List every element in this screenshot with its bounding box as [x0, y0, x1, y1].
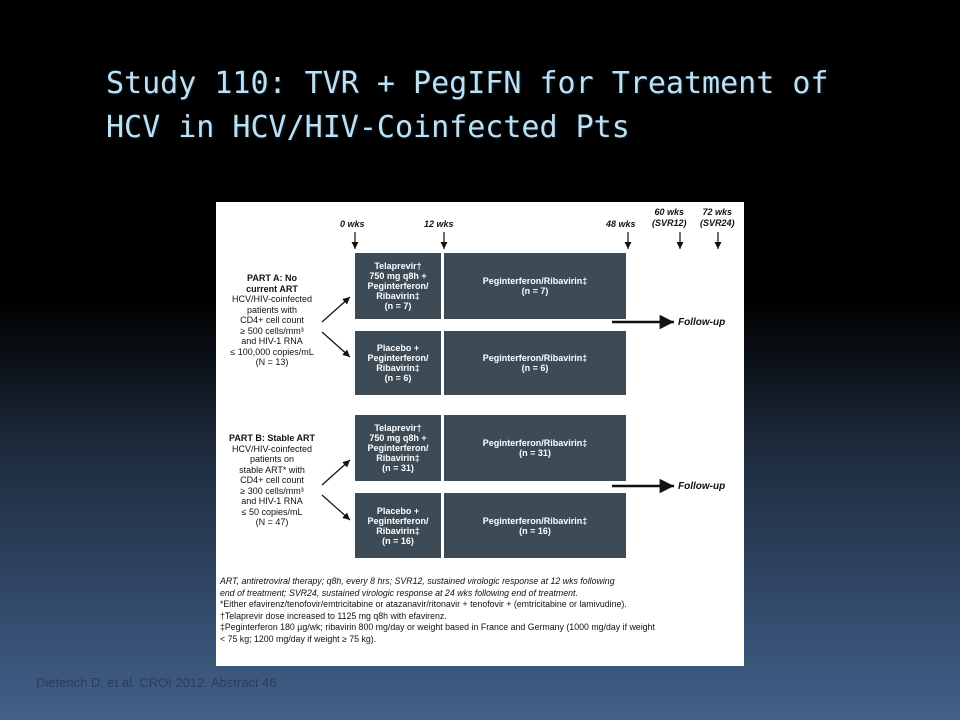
part-b-arrow-down	[321, 494, 351, 521]
title-line-2: HCV in HCV/HIV-Coinfected Pts	[106, 110, 630, 145]
footnote-line: ART, antiretroviral therapy; q8h, every …	[220, 576, 615, 586]
footnote-line: ‡Peginterferon 180 µg/wk; ribavirin 800 …	[220, 622, 655, 633]
part-b-telaprevir-box: Telaprevir† 750 mg q8h + Peginterferon/ …	[355, 415, 441, 481]
part-a-placebo-box: Placebo + Peginterferon/ Ribavirin‡ (n =…	[355, 331, 441, 395]
timeline-label-0: 0 wks	[340, 219, 365, 229]
part-a-pegifn-box-2: Peginterferon/Ribavirin‡ (n = 6)	[444, 331, 626, 395]
source-citation: Dieterich D, et al. CROI 2012. Abstract …	[36, 675, 281, 690]
study-design-figure: 0 wks 12 wks 48 wks 60 wks (SVR12) 72 wk…	[216, 202, 744, 666]
slide-title: Study 110: TVR + PegIFN for Treatment of…	[106, 62, 906, 150]
timeline-label-12: 12 wks	[424, 219, 454, 229]
part-b-placebo-box: Placebo + Peginterferon/ Ribavirin‡ (n =…	[355, 493, 441, 558]
footnote-line: < 75 kg; 1200 mg/day if weight ≥ 75 kg).	[220, 633, 377, 644]
timeline-label-48: 48 wks	[606, 219, 636, 229]
part-a-arrow-down	[321, 331, 351, 358]
part-b-arrow-up	[321, 459, 351, 486]
part-a-description: PART A: No current ART HCV/HIV-coinfecte…	[230, 273, 314, 367]
timeline-label-72: 72 wks (SVR24)	[700, 207, 735, 228]
footnote-line: end of treatment; SVR24, sustained virol…	[220, 587, 578, 598]
footnote-line: †Telaprevir dose increased to 1125 mg q8…	[220, 610, 447, 621]
part-b-pegifn-box-1: Peginterferon/Ribavirin‡ (n = 31)	[444, 415, 626, 481]
part-a-arrow-up	[321, 296, 351, 323]
footnotes: ART, antiretroviral therapy; q8h, every …	[220, 576, 740, 646]
part-a-pegifn-box-1: Peginterferon/Ribavirin‡ (n = 7)	[444, 253, 626, 319]
part-b-description: PART B: Stable ART HCV/HIV-coinfected pa…	[228, 433, 315, 527]
footnote-line: *Either efavirenz/tenofovir/emtricitabin…	[220, 599, 627, 610]
part-a-telaprevir-box: Telaprevir† 750 mg q8h + Peginterferon/ …	[355, 253, 441, 319]
diagram-arrows	[321, 232, 722, 521]
part-b-followup-label: Follow-up	[678, 481, 726, 492]
title-line-1: Study 110: TVR + PegIFN for Treatment of	[106, 66, 829, 101]
timeline-label-60: 60 wks (SVR12)	[652, 207, 687, 228]
part-b-pegifn-box-2: Peginterferon/Ribavirin‡ (n = 16)	[444, 493, 626, 558]
part-a-followup-label: Follow-up	[678, 317, 726, 328]
